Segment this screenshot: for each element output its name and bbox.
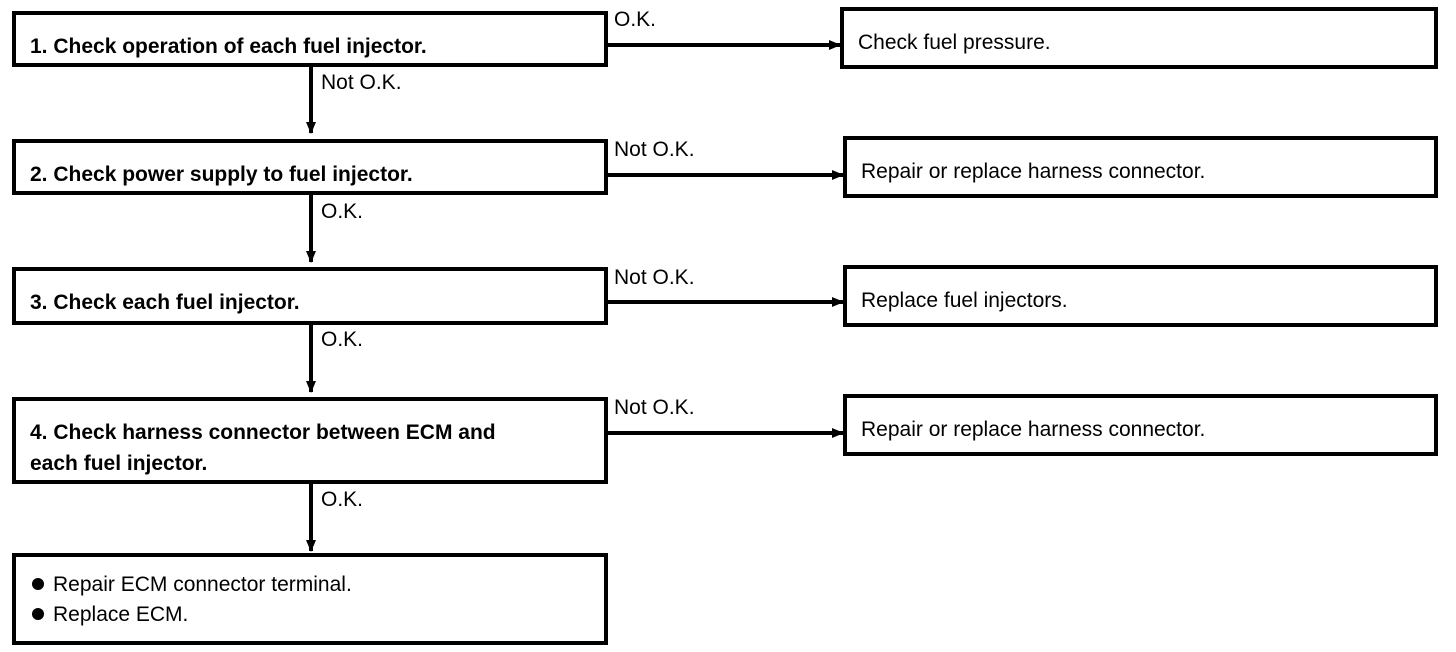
result-repair-harness-2-label: Repair or replace harness connector. [861,418,1206,441]
step-4-ok-label: O.K. [321,488,364,511]
step-1-not-ok-label: Not O.K. [321,71,402,94]
step-2-not-ok-label: Not O.K. [614,138,695,161]
result-repair-harness-1-box: Repair or replace harness connector. [843,136,1438,198]
result-repair-harness-2-box: Repair or replace harness connector. [843,394,1438,456]
bullet-icon [32,608,44,620]
step-3-label: 3. Check each fuel injector. [30,291,300,314]
final-action-text: Repair ECM connector terminal. [53,572,352,596]
step-3-not-ok-label: Not O.K. [614,266,695,289]
step-1-label: 1. Check operation of each fuel injector… [30,35,427,58]
result-check-fuel-pressure-label: Check fuel pressure. [858,31,1051,54]
result-check-fuel-pressure-box: Check fuel pressure. [840,7,1438,69]
final-action-item: Repair ECM connector terminal. [30,569,588,599]
step-4-not-ok-label: Not O.K. [614,396,695,419]
result-replace-injectors-box: Replace fuel injectors. [843,265,1438,327]
final-action-box: Repair ECM connector terminal. Replace E… [12,553,608,645]
result-replace-injectors-label: Replace fuel injectors. [861,289,1068,312]
step-1-ok-label: O.K. [614,8,657,31]
final-action-text: Replace ECM. [53,602,189,626]
step-2-ok-label: O.K. [321,200,364,223]
step-4-box: 4. Check harness connector between ECM a… [12,397,608,484]
step-1-box: 1. Check operation of each fuel injector… [12,11,608,67]
final-action-item: Replace ECM. [30,599,588,629]
step-4-label: 4. Check harness connector between ECM a… [30,421,496,475]
result-repair-harness-1-label: Repair or replace harness connector. [861,160,1206,183]
step-2-box: 2. Check power supply to fuel injector. [12,139,608,195]
step-2-label: 2. Check power supply to fuel injector. [30,163,413,186]
bullet-icon [32,578,44,590]
step-3-box: 3. Check each fuel injector. [12,267,608,325]
step-3-ok-label: O.K. [321,328,364,351]
